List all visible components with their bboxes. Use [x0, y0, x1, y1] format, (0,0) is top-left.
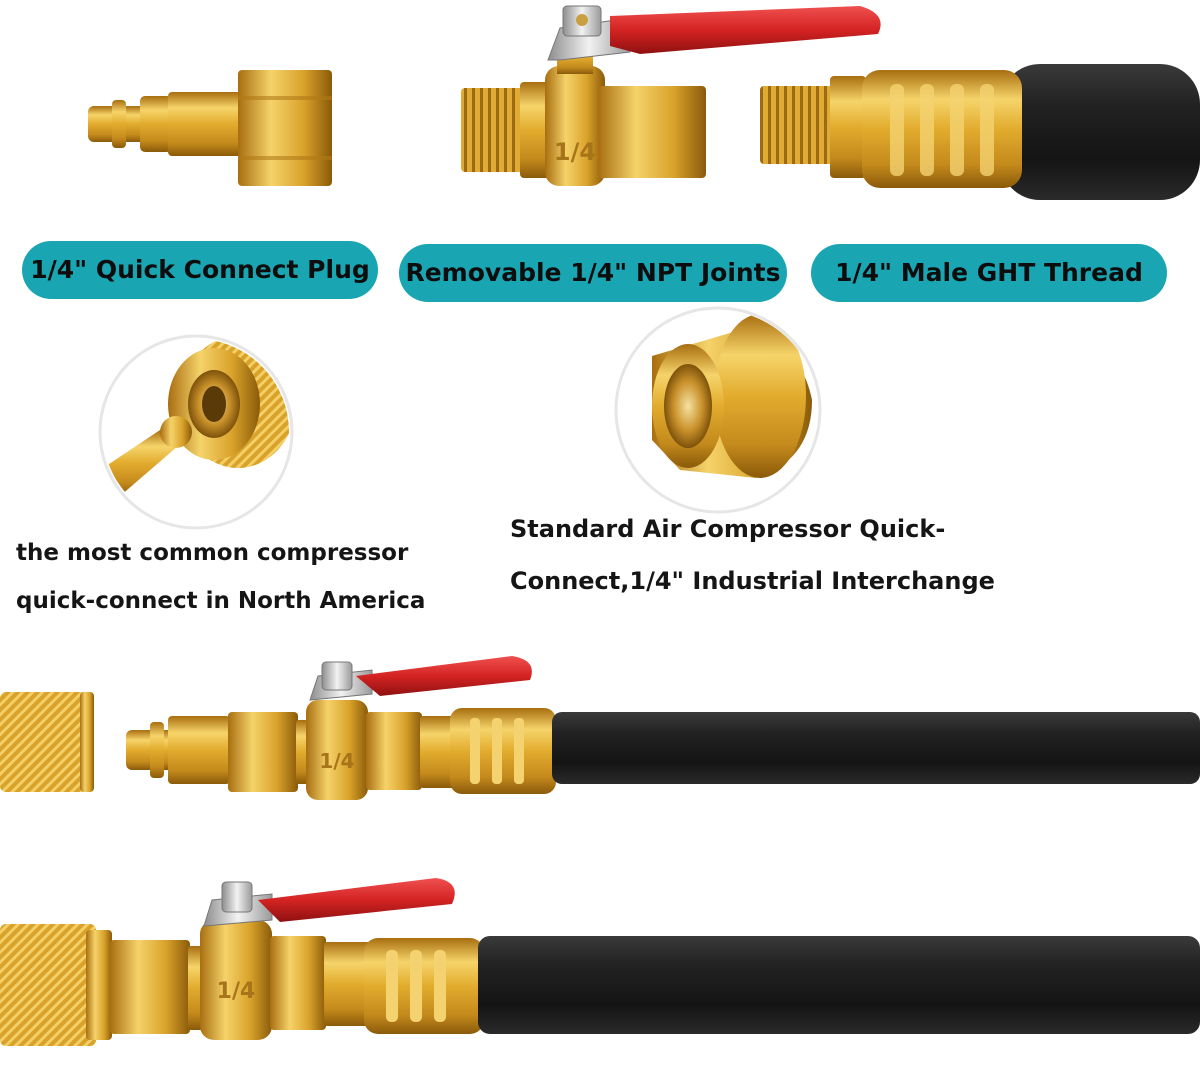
quick-connect-plug-image	[88, 70, 332, 186]
caption-left-line-2: quick-connect in North America	[16, 588, 426, 614]
bore-closeup-inset	[614, 306, 822, 514]
caption-industrial-interchange: Standard Air Compressor Quick- Connect,1…	[510, 503, 995, 607]
ball-valve-image: 1/4	[461, 5, 881, 186]
hose-end-image	[760, 64, 1200, 200]
label-quick-connect-plug: 1/4" Quick Connect Plug	[22, 241, 378, 299]
valve-marking-text: 1/4	[554, 138, 596, 166]
label-ght-thread: 1/4" Male GHT Thread	[811, 244, 1167, 302]
caption-right-line-1: Standard Air Compressor Quick-	[510, 515, 946, 543]
coupler-closeup-inset	[98, 334, 294, 530]
caption-left-line-1: the most common compressor	[16, 540, 409, 566]
assembly-connected-image: 1/4	[0, 878, 1200, 1046]
caption-compressor-quick-connect: the most common compressor quick-connect…	[16, 529, 425, 625]
assembly-disconnected-image: 1/4	[0, 656, 1200, 800]
caption-right-line-2: Connect,1/4" Industrial Interchange	[510, 567, 995, 595]
label-npt-joints: Removable 1/4" NPT Joints	[399, 244, 787, 302]
valve-marking-text: 1/4	[217, 979, 256, 1004]
valve-marking-text: 1/4	[319, 749, 354, 773]
